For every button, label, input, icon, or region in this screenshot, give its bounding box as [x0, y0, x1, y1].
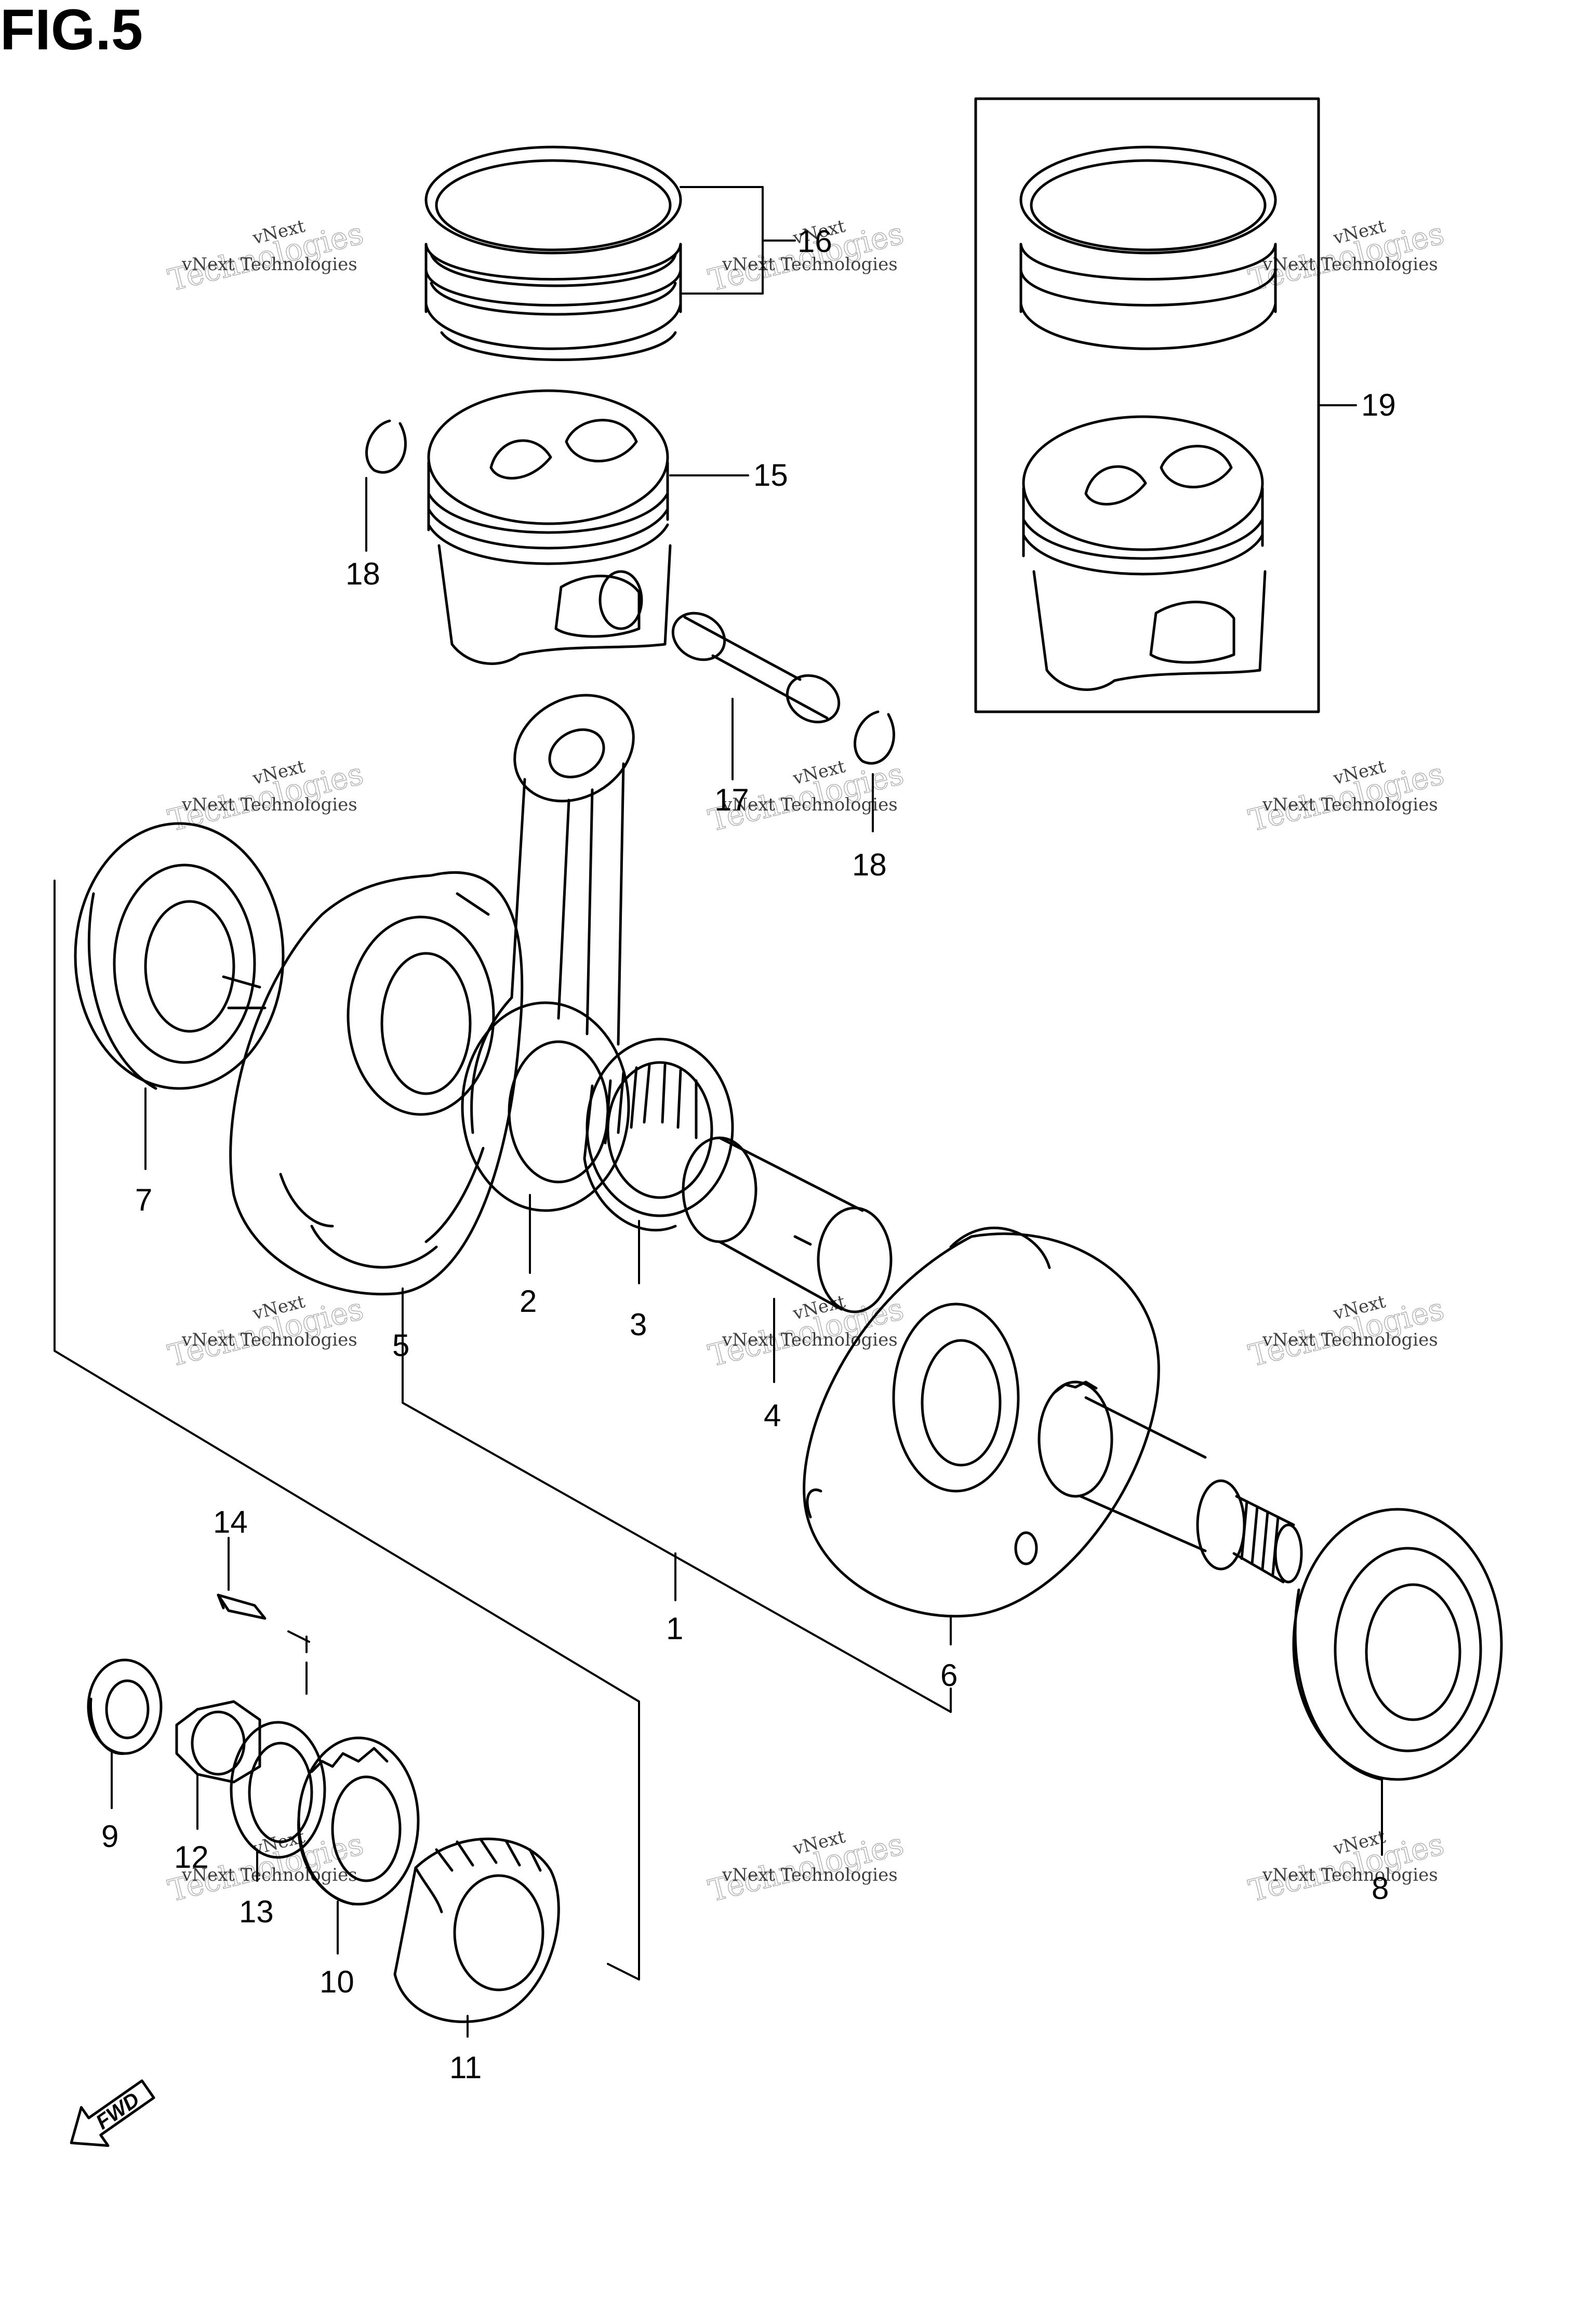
piston-pin-circlip	[365, 419, 407, 474]
svg-text:vNext Technologies: vNext Technologies	[181, 254, 357, 275]
callout-10: 10	[320, 1964, 354, 1999]
callout-3: 3	[630, 1307, 647, 1342]
callout-19: 19	[1361, 388, 1396, 422]
callout-7: 7	[135, 1182, 152, 1217]
watermark: vNext Technologies vNext Technologies	[1245, 1826, 1447, 1909]
callout-13: 13	[239, 1894, 274, 1929]
svg-text:vNext Technologies: vNext Technologies	[181, 1865, 357, 1885]
svg-text:vNext Technologies: vNext Technologies	[181, 1330, 357, 1350]
callout-14: 14	[213, 1505, 248, 1539]
watermark: vNext Technologies vNext Technologies	[704, 215, 907, 298]
watermark: vNext Technologies vNext Technologies	[164, 755, 367, 839]
callout-15: 15	[753, 458, 788, 493]
piston-assembly-kit	[974, 97, 1320, 713]
leader-lines	[111, 186, 1383, 2038]
svg-text:vNext Technologies: vNext Technologies	[722, 794, 898, 815]
callout-18-right: 18	[852, 847, 887, 882]
callout-9: 9	[101, 1819, 118, 1854]
svg-text:vNext Technologies: vNext Technologies	[722, 1330, 898, 1350]
figure-title: FIG.5	[0, 0, 143, 62]
watermark: vNext Technologies vNext Technologies	[164, 215, 367, 298]
callout-8: 8	[1372, 1871, 1389, 1906]
right-crankshaft-spline-shaft	[1038, 1380, 1303, 1584]
fwd-arrow-icon: FWD	[70, 2079, 155, 2147]
callout-6: 6	[940, 1658, 957, 1693]
svg-text:vNext Technologies: vNext Technologies	[1262, 794, 1438, 815]
crankshaft-assembly-outline	[54, 880, 952, 1981]
callout-11: 11	[449, 2050, 482, 2085]
svg-text:vNext Technologies: vNext Technologies	[1262, 1865, 1438, 1885]
crank-pin	[682, 1136, 893, 1313]
watermark: vNext Technologies vNext Technologies	[704, 1826, 907, 1909]
svg-text:vNext Technologies: vNext Technologies	[181, 794, 357, 815]
right-crankshaft-bearing	[1292, 1508, 1503, 1781]
callout-1: 1	[666, 1611, 683, 1646]
svg-text:vNext Technologies: vNext Technologies	[1262, 1330, 1438, 1350]
callout-labels: 1 2 3 4 5 6 7 8 9 10 11 12 13 14 15 16 1…	[101, 224, 1396, 2085]
svg-text:vNext Technologies: vNext Technologies	[722, 254, 898, 275]
piston-pin	[671, 612, 841, 724]
right-crank-web	[803, 1226, 1160, 1618]
watermark: vNext Technologies vNext Technologies	[1245, 755, 1447, 839]
callout-2: 2	[520, 1284, 537, 1319]
callout-4: 4	[764, 1398, 781, 1433]
piston-pin-circlip	[854, 710, 895, 765]
watermark: vNext Technologies vNext Technologies	[704, 1291, 907, 1374]
watermark: vNext Technologies vNext Technologies	[164, 1291, 367, 1374]
piston-ring-set	[424, 145, 682, 361]
callout-18-left: 18	[345, 556, 380, 591]
svg-text:vNext Technologies: vNext Technologies	[1262, 254, 1438, 275]
primary-drive-gear	[297, 1736, 420, 1906]
watermark: vNext Technologies vNext Technologies	[704, 755, 907, 839]
connecting-rod	[461, 694, 635, 1212]
svg-text:vNext Technologies: vNext Technologies	[722, 1865, 898, 1885]
oil-seal	[87, 1658, 163, 1755]
left-crank-web	[229, 871, 524, 1296]
callout-16: 16	[797, 224, 832, 259]
drive-gear	[393, 1837, 560, 2023]
callout-5: 5	[392, 1328, 409, 1363]
crank-pin-needle-bearing	[583, 1038, 734, 1232]
crankshaft-nut	[175, 1700, 261, 1784]
callout-12: 12	[174, 1840, 209, 1875]
woodruff-key	[217, 1593, 267, 1620]
callout-17: 17	[714, 782, 749, 817]
piston	[427, 389, 672, 665]
left-crankshaft-bearing	[74, 822, 285, 1090]
watermark: vNext Technologies vNext Technologies	[1245, 215, 1447, 298]
lock-washer	[230, 1721, 326, 1859]
watermark: vNext Technologies vNext Technologies	[1245, 1291, 1447, 1374]
